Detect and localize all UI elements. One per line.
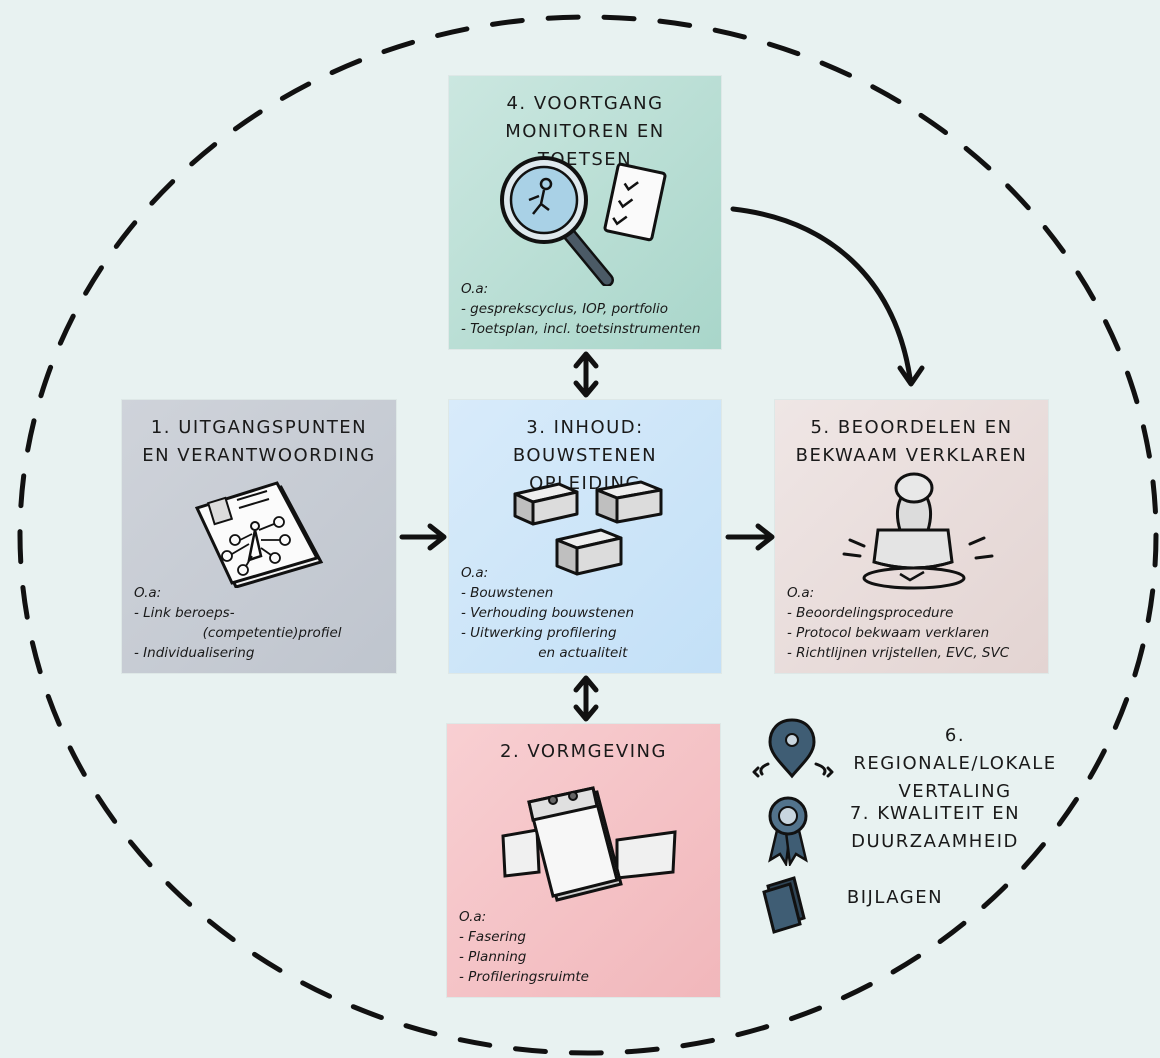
arrow-1-to-3 (399, 523, 447, 551)
box-1-title: 1. UITGANGSPUNTEN EN VERANTWOORDING (142, 417, 376, 466)
box-4-notes: O.a: - gesprekscyclus, IOP, portfolio - … (461, 279, 713, 339)
box-beoordelen[interactable]: 5. BEOORDELEN EN BEKWAAM VERKLAREN O.a: … (775, 400, 1048, 673)
legend-regionale-vertaling[interactable]: 6. REGIONALE/LOKALE VERTALING (853, 725, 1057, 802)
note-line: - Individualisering (134, 645, 255, 661)
building-blocks-icon (513, 480, 663, 576)
box-3-notes: O.a: - Bouwstenen - Verhouding bouwstene… (461, 563, 713, 663)
double-arrow-4-3 (573, 351, 599, 398)
box-inhoud-bouwstenen[interactable]: 3. INHOUD: BOUWSTENEN OPLEIDING O.a: - B… (449, 400, 721, 673)
magnifier-checklist-icon (500, 156, 667, 286)
note-line: - Verhouding bouwstenen (461, 605, 635, 621)
note-line: O.a: (459, 909, 487, 925)
box-4-title: 4. VOORTGANG MONITOREN EN TOETSEN (505, 93, 665, 170)
box-vormgeving[interactable]: 2. VORMGEVING O.a: - Fasering - Planning… (447, 724, 720, 997)
legend-kwaliteit-duurzaamheid[interactable]: 7. KWALITEIT EN DUURZAAMHEID (849, 803, 1021, 852)
box-2-notes: O.a: - Fasering - Planning - Profilering… (459, 907, 712, 987)
double-arrow-3-2 (573, 675, 599, 722)
stamp-icon (842, 472, 994, 590)
map-pin-icon (752, 718, 834, 779)
award-ribbon-icon (768, 796, 808, 866)
note-line: - Link beroeps- (134, 605, 235, 621)
note-line: - Planning (459, 949, 527, 965)
box-1-notes: O.a: - Link beroeps- (competentie)profie… (134, 583, 388, 663)
legend-bijlagen[interactable]: BIJLAGEN (846, 887, 944, 908)
box-voortgang-monitoren[interactable]: 4. VOORTGANG MONITOREN EN TOETSEN O.a: -… (449, 76, 721, 349)
planner-icon (501, 786, 677, 902)
note-line: - Uitwerking profilering (461, 625, 617, 641)
note-line: en actualiteit (461, 645, 628, 661)
note-line: O.a: (787, 585, 815, 601)
note-line: - Beoordelingsprocedure (787, 605, 954, 621)
note-line: O.a: (461, 281, 489, 297)
note-line: O.a: (461, 565, 489, 581)
box-5-title: 5. BEOORDELEN EN BEKWAAM VERKLAREN (795, 417, 1028, 466)
box-5-notes: O.a: - Beoordelingsprocedure - Protocol … (787, 583, 1040, 663)
note-line: - Fasering (459, 929, 526, 945)
profile-document-icon (194, 481, 324, 588)
note-line: - Toetsplan, incl. toetsinstrumenten (461, 321, 701, 337)
arrow-3-to-5 (725, 523, 775, 551)
box-2-title: 2. VORMGEVING (500, 741, 667, 762)
box-uitgangspunten[interactable]: 1. UITGANGSPUNTEN EN VERANTWOORDING O.a:… (122, 400, 396, 673)
note-line: - Bouwstenen (461, 585, 554, 601)
note-line: - Richtlijnen vrijstellen, EVC, SVC (787, 645, 1010, 661)
note-line: - Protocol bekwaam verklaren (787, 625, 990, 641)
note-line: - gesprekscyclus, IOP, portfolio (461, 301, 669, 317)
note-line: O.a: (134, 585, 162, 601)
note-line: (competentie)profiel (134, 625, 342, 641)
note-line: - Profileringsruimte (459, 969, 589, 985)
documents-icon (762, 876, 806, 934)
dashed-circle (17, 14, 1159, 1056)
curved-arrow-4-to-5 (730, 206, 925, 387)
